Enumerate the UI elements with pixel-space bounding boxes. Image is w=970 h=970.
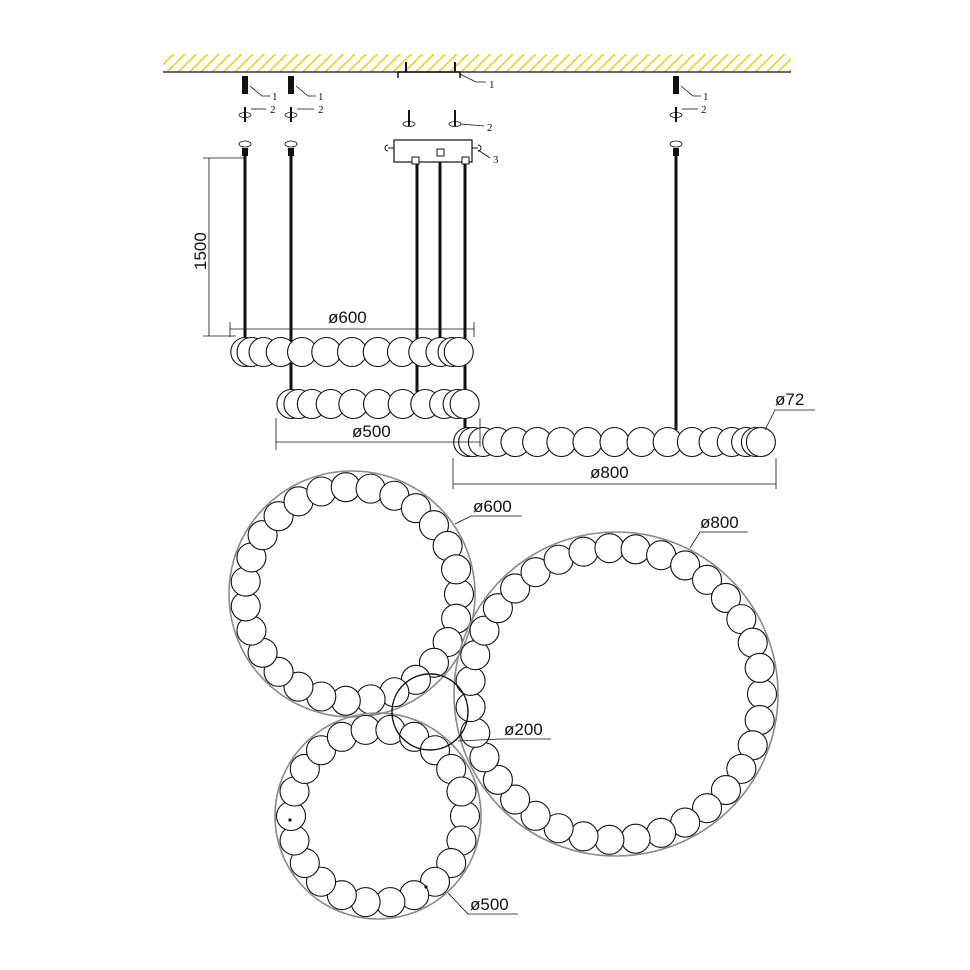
callout-1-mid: 1 [318, 91, 324, 103]
plan-200-label: ø200 [504, 720, 543, 739]
glass-ball [520, 800, 551, 831]
mounting-screws [238, 107, 683, 127]
glass-ball [568, 536, 599, 567]
ball-diameter-label: ø72 [775, 390, 804, 409]
callout-1-left: 1 [272, 91, 278, 103]
glass-ball [446, 776, 477, 807]
ring-outline [453, 531, 779, 857]
glass-ball [500, 784, 531, 815]
glass-ball [482, 593, 513, 624]
glass-ball [744, 652, 775, 683]
glass-ball [311, 336, 342, 368]
ring-500-side-label: ø500 [352, 422, 391, 441]
callout-2-left: 2 [270, 104, 276, 116]
ring-800-side-label: ø800 [590, 463, 629, 482]
ceiling [163, 54, 791, 73]
glass-ball [670, 550, 701, 581]
glass-ball [646, 817, 677, 848]
ring-800-side [453, 426, 776, 458]
ring-outline [228, 470, 476, 718]
callout-1-canopy: 1 [489, 79, 495, 91]
ceiling-canopy-top [397, 62, 461, 78]
plan-800-label: ø800 [700, 513, 739, 532]
ring-600-side-label: ø600 [328, 308, 367, 327]
ring-500-marker-dot [424, 885, 428, 889]
glass-ball [626, 426, 657, 458]
ring-500-marker-dot [288, 818, 292, 822]
glass-ball [594, 533, 625, 564]
glass-ball [620, 534, 651, 565]
glass-ball [599, 426, 630, 458]
ring-outline [274, 712, 482, 920]
plan-600-label: ø600 [473, 497, 512, 516]
glass-ball [546, 426, 577, 458]
ring-800-plan [453, 531, 779, 857]
glass-ball [455, 692, 486, 723]
callout-2-canopy: 2 [487, 122, 493, 134]
glass-ball [441, 554, 472, 585]
drop-length-label: 1500 [191, 232, 210, 270]
glass-ball [455, 665, 486, 696]
ring-side-views [230, 336, 776, 458]
glass-ball [336, 336, 368, 368]
part-callouts: 1 1 1 1 2 2 2 2 3 [249, 73, 709, 166]
glass-ball [726, 753, 757, 784]
glass-ball [572, 426, 603, 458]
glass-ball [543, 813, 574, 844]
glass-ball [620, 823, 651, 854]
glass-ball [482, 764, 513, 795]
glass-ball [745, 426, 776, 458]
callout-3: 3 [493, 154, 499, 166]
connector-ring-200 [391, 673, 469, 751]
glass-ball [500, 573, 531, 604]
glass-ball [449, 388, 480, 420]
glass-ball [520, 557, 551, 588]
callout-1-right: 1 [703, 91, 709, 103]
glass-ball [710, 775, 741, 806]
glass-ball [710, 582, 741, 613]
callout-2-right: 2 [701, 104, 707, 116]
ceiling-anchors [242, 76, 679, 94]
side-dimension-lines: ø600 ø500 ø800 ø72 [229, 308, 815, 489]
drop-dimension: 1500 [191, 157, 244, 337]
ring-600-plan [228, 470, 476, 718]
glass-ball [594, 824, 625, 855]
ring-500-plan [274, 712, 482, 920]
glass-ball [443, 336, 474, 368]
glass-ball [469, 615, 500, 646]
ring-plan-views [228, 470, 779, 920]
glass-ball [746, 678, 778, 710]
plan-dimension-leaders: ø600 ø800 ø200 ø500 [447, 497, 748, 915]
plan-500-label: ø500 [470, 895, 509, 914]
suspension-rods [238, 140, 683, 430]
ring-600-side [230, 336, 474, 368]
glass-ball [691, 564, 723, 595]
glass-ball [737, 627, 768, 658]
glass-ball [744, 705, 775, 736]
glass-ball [460, 717, 491, 748]
junction-canopy [384, 139, 482, 165]
callout-2-mid: 2 [318, 104, 324, 116]
glass-ball [691, 793, 723, 824]
ring-500-side [276, 388, 480, 420]
